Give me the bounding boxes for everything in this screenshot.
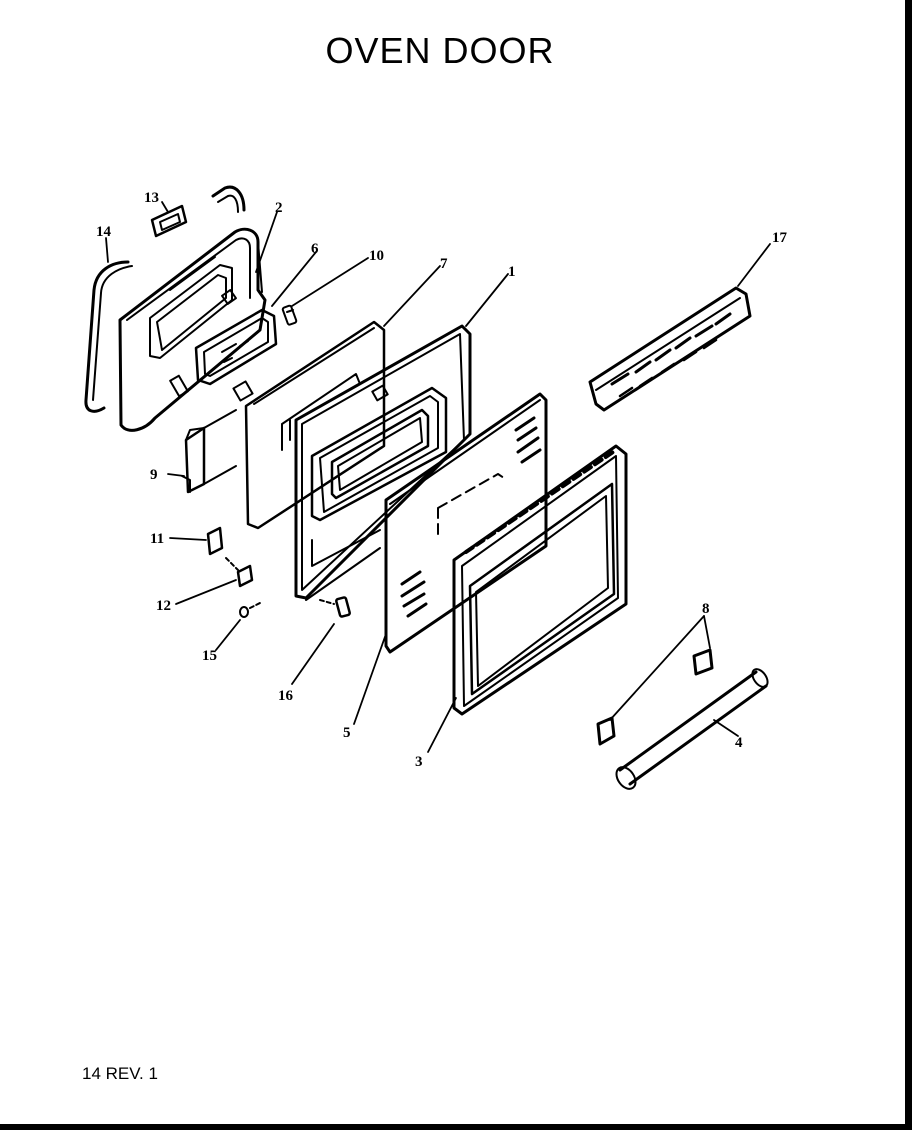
part-17-control-trim [588,286,752,412]
part-4-handle [615,668,769,790]
callout-10: 10 [369,248,384,264]
part-15-screw [239,601,263,618]
part-8-end-caps [596,648,714,746]
part-9-hinge-channel [181,380,254,494]
part-1-door-liner [294,324,472,601]
revision-label: 14 REV. 1 [82,1064,158,1083]
leader-lines [105,201,771,753]
callout-4: 4 [735,735,743,751]
callout-7: 7 [440,256,448,272]
callout-6: 6 [311,241,319,257]
callout-12: 12 [156,598,171,614]
callout-labels: 13 14 2 6 10 7 1 17 9 11 12 15 16 5 3 8 … [96,190,788,770]
part-12-screw [225,557,254,588]
callout-3: 3 [415,754,423,770]
callout-15: 15 [202,648,217,664]
callout-13: 13 [144,190,159,206]
handle-hook [211,185,246,213]
part-7-inner-panel [244,320,386,530]
part-5-glass [384,392,548,654]
diagram-title: OVEN DOOR [325,30,555,71]
callout-1: 1 [508,264,516,280]
callout-11: 11 [150,531,164,547]
part-13-badge [150,204,188,238]
callout-17: 17 [772,230,788,246]
frame-border-bottom [0,1124,912,1130]
part-10-clip [281,304,298,326]
part-14-gasket [84,260,133,413]
part-11-bracket [206,526,224,556]
callout-5: 5 [343,725,351,741]
callout-14: 14 [96,224,112,240]
callout-16: 16 [278,688,294,704]
part-16-clip [319,596,351,618]
part-3-glass-frame [452,444,628,716]
part-6-window-trim [194,308,278,386]
callout-2: 2 [275,200,283,216]
callout-9: 9 [150,467,158,483]
part-2-outer-panel [118,227,267,432]
callout-8: 8 [702,601,710,617]
frame-border-right [905,0,912,1130]
